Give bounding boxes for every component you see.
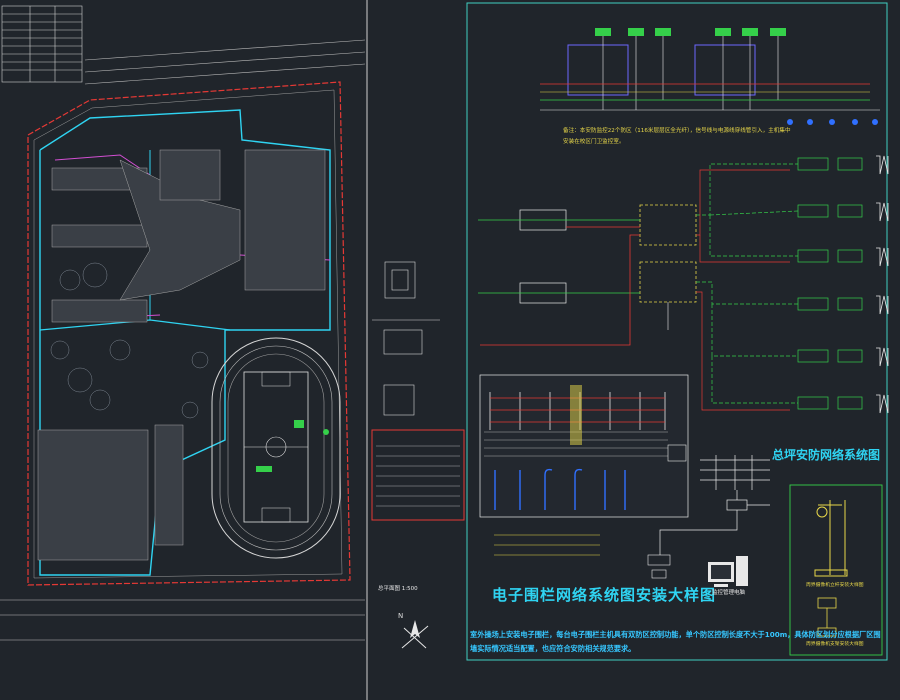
pole-caption-1: 周界摄像机立杆安装大样图 [806, 583, 864, 588]
north-label: N [398, 612, 404, 620]
camera-pole-panel [789, 484, 883, 656]
fence-detail-panel [479, 374, 689, 518]
title-block-table [1, 5, 83, 83]
camera-pole-icon [814, 500, 848, 577]
detail-notes [494, 534, 600, 556]
side-network-schematic [647, 455, 770, 579]
top-network-note: 备注：本安防监控22个防区（116米层层区全光纤），信号线与电源线穿线管引入，主… [563, 128, 791, 145]
top-network-schematic [540, 28, 880, 125]
running-track [211, 337, 341, 559]
camera-icon [817, 597, 837, 637]
site-plan-caption: 总平面图 1:500 [378, 586, 418, 592]
security-network-title: 总坪安防网络系统图 [772, 448, 881, 462]
pole-caption-2: 周界摄像机支架安装大样图 [806, 642, 864, 647]
north-arrow-icon [401, 620, 429, 649]
fence-description-note: 室外操场上安装电子围栏，每台电子围栏主机具有双防区控制功能，单个防区控制长度不大… [470, 630, 881, 653]
fence-controller-schematic [478, 155, 889, 414]
monitor-pc-label: 监控管理电脑 [712, 590, 746, 596]
computer-icon [708, 556, 748, 587]
fence-network-title: 电子围栏网络系统图安装大样图 [492, 586, 717, 604]
